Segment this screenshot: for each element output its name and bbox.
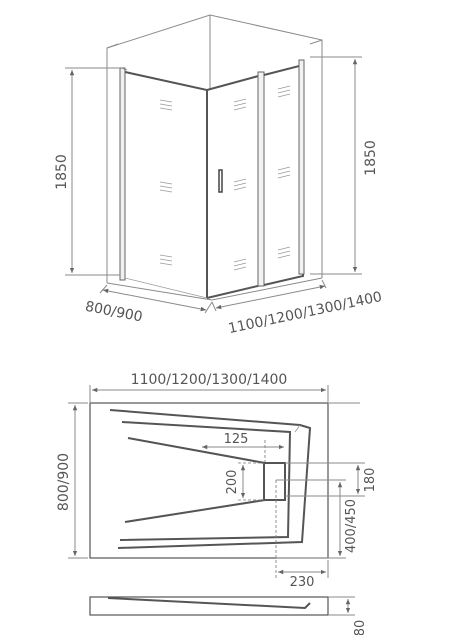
height-left-label: 1850 — [54, 154, 70, 190]
dimension-height-right: 1850 — [310, 56, 379, 275]
tray-basin — [109, 409, 312, 549]
tray-plan-view: 1100/1200/1300/1400 800/900 125 200 — [56, 372, 378, 590]
right-glass-panel — [263, 59, 305, 286]
dimension-depth: 800/900 — [84, 284, 213, 326]
depth-label: 800/900 — [84, 299, 144, 326]
tray-height-label: 80 — [353, 620, 368, 635]
dimension-180: 180 — [285, 462, 378, 497]
enclosure-3d-view: 1850 1850 800/900 1100/1200/1300/1400 — [54, 14, 384, 337]
dimension-tray-width: 1100/1200/1300/1400 — [89, 372, 360, 404]
dimension-400-450: 400/450 — [276, 479, 359, 559]
dim-400-450-label: 400/450 — [344, 499, 359, 553]
width-label: 1100/1200/1300/1400 — [227, 289, 384, 337]
dimension-230: 230 — [275, 480, 329, 590]
dimension-tray-depth: 800/900 — [56, 402, 88, 559]
tray-width-label: 1100/1200/1300/1400 — [131, 372, 288, 388]
dim-180-label: 180 — [363, 468, 378, 493]
dimension-200: 200 — [225, 462, 264, 501]
dim-230-label: 230 — [290, 575, 315, 590]
dim-200-label: 200 — [225, 470, 240, 495]
dimension-height-left: 1850 — [54, 67, 120, 276]
front-door-panel — [206, 71, 265, 299]
dimension-125: 125 — [202, 432, 284, 462]
tray-side-profile: 80 — [89, 596, 368, 635]
dimension-width: 1100/1200/1300/1400 — [211, 279, 384, 337]
dim-125-label: 125 — [224, 432, 249, 447]
height-right-label: 1850 — [363, 140, 379, 176]
tray-depth-label: 800/900 — [56, 453, 72, 511]
left-glass-panel — [119, 67, 208, 299]
